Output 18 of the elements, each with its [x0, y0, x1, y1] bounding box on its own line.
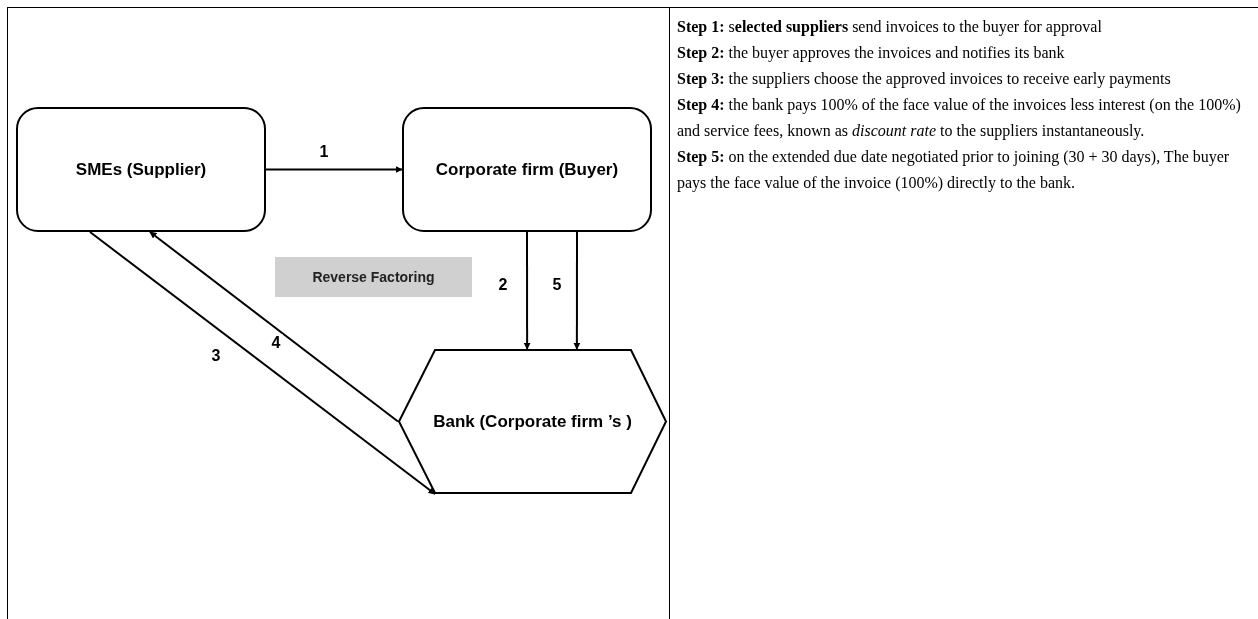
arrow: [573, 231, 581, 350]
node-label: Reverse Factoring: [311, 269, 436, 285]
step-description: Step 5: on the extended due date negotiated prior to joining (30 + 30 days), The buyer pays the face value of the invoice (100%) directly to the bank.: [677, 147, 1231, 194]
step-description: Step 1: selected suppliers send invoices to the buyer for approval: [677, 17, 1103, 38]
node-label: Corporate firm (Buyer): [434, 158, 620, 181]
node-label: Bank (Corporate firm ’s ): [432, 410, 633, 433]
arrow: [523, 231, 531, 350]
rounded-box: [16, 107, 266, 232]
arrow: [265, 166, 403, 173]
label-tag: [275, 257, 472, 297]
step-description: Step 2: the buyer approves the invoices and notifies its bank: [677, 43, 1066, 64]
hexagon-node: [398, 349, 667, 494]
rounded-box: [402, 107, 652, 232]
arrow: [89, 231, 436, 495]
step-description: Step 4: the bank pays 100% of the face value of the invoices less interest (on the 100%) and service fees, known as discount rate to the suppliers instantaneously.: [677, 95, 1242, 142]
step-description: Step 3: the suppliers choose the approved invoices to receive early payments: [677, 69, 1172, 90]
arrow: [149, 231, 399, 423]
node-label: SMEs (Supplier): [74, 158, 208, 181]
